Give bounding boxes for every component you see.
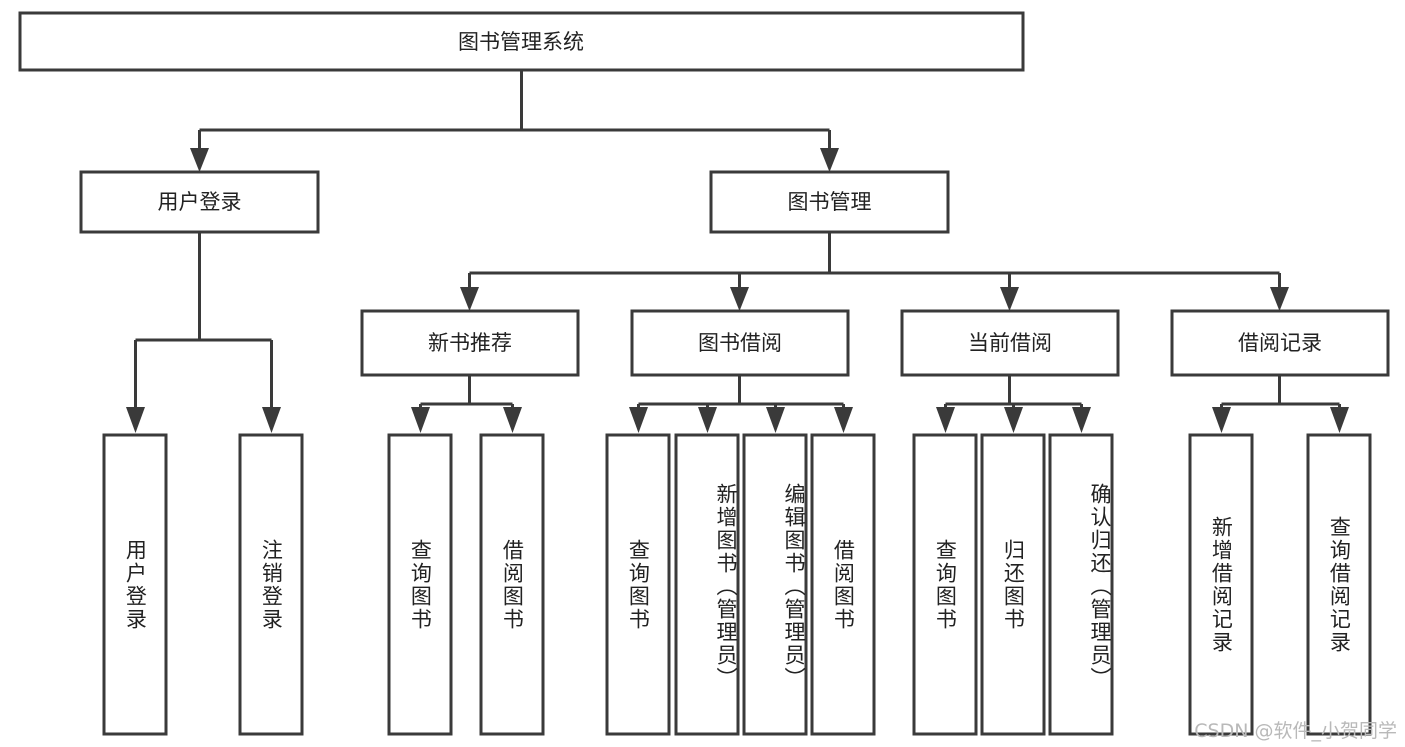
node-book-borrow-label: 图书借阅: [698, 331, 782, 355]
node-user-login-box[interactable]: [79, 170, 320, 234]
leaf-box-add-record[interactable]: [1188, 433, 1254, 736]
arrow-head-leaf-add-record: [1212, 407, 1231, 433]
leaf-box-query-book[interactable]: [605, 433, 671, 736]
node-borrow-record-box[interactable]: [1170, 309, 1390, 377]
leaf-box-return-book[interactable]: [980, 433, 1046, 736]
arrow-head-new-book-recommend: [460, 287, 479, 311]
arrow-head-book-borrow: [730, 287, 749, 311]
node-book-management-box[interactable]: [709, 170, 950, 234]
connector-group-user-login-children: [126, 232, 281, 433]
node-user-login-label: 用户登录: [158, 190, 242, 214]
arrow-head-leaf-edit-book: [766, 407, 785, 433]
node-new-book-recommend-box[interactable]: [360, 309, 580, 377]
connector-group-new-book-children: [411, 375, 522, 433]
node-root-box[interactable]: [18, 11, 1025, 72]
arrow-head-user-login: [190, 148, 209, 172]
connector-group-book-management-children: [460, 232, 1289, 311]
arrow-head-leaf-query-book-cur: [936, 407, 955, 433]
node-book-management[interactable]: 图书管理: [709, 170, 950, 234]
node-borrow-record[interactable]: 借阅记录: [1170, 309, 1390, 377]
arrow-head-leaf-user-login: [126, 407, 145, 433]
node-root[interactable]: 图书管理系统: [18, 11, 1025, 72]
connector-group-root: [190, 70, 839, 172]
arrow-head-leaf-return-book: [1004, 407, 1023, 433]
arrow-head-leaf-confirm-return: [1072, 407, 1091, 433]
leaf-box-user-login[interactable]: [102, 433, 168, 736]
node-new-book-recommend-label: 新书推荐: [428, 331, 512, 355]
leaf-boxes: [102, 433, 1372, 736]
leaf-box-add-book[interactable]: [674, 433, 740, 736]
leaf-box-borrow-book-new[interactable]: [479, 433, 545, 736]
leaf-box-query-book-new[interactable]: [387, 433, 453, 736]
node-root-label: 图书管理系统: [458, 30, 584, 54]
leaf-box-query-record[interactable]: [1306, 433, 1372, 736]
node-book-management-label: 图书管理: [788, 190, 872, 214]
leaf-box-confirm-return[interactable]: [1048, 433, 1114, 736]
node-book-borrow-box[interactable]: [630, 309, 850, 377]
arrow-head-leaf-query-book: [629, 407, 648, 433]
arrow-head-leaf-query-book-new: [411, 407, 430, 433]
arrow-head-leaf-add-book: [698, 407, 717, 433]
arrow-head-current-borrow: [1000, 287, 1019, 311]
arrow-head-leaf-logout: [262, 407, 281, 433]
leaf-box-query-book-cur[interactable]: [912, 433, 978, 736]
node-book-borrow[interactable]: 图书借阅: [630, 309, 850, 377]
arrow-head-book-management: [820, 148, 839, 172]
leaf-box-borrow-book[interactable]: [810, 433, 876, 736]
connector-group-book-borrow-children: [629, 375, 853, 433]
node-new-book-recommend[interactable]: 新书推荐: [360, 309, 580, 377]
node-current-borrow-box[interactable]: [900, 309, 1120, 377]
connector-group-borrow-record-children: [1212, 375, 1349, 433]
node-current-borrow-label: 当前借阅: [968, 331, 1052, 355]
node-current-borrow[interactable]: 当前借阅: [900, 309, 1120, 377]
leaf-box-logout[interactable]: [238, 433, 304, 736]
arrow-head-borrow-record: [1270, 287, 1289, 311]
arrow-head-leaf-borrow-book-new: [503, 407, 522, 433]
node-borrow-record-label: 借阅记录: [1238, 331, 1322, 355]
leaf-box-edit-book[interactable]: [742, 433, 808, 736]
arrow-head-leaf-borrow-book: [834, 407, 853, 433]
node-user-login[interactable]: 用户登录: [79, 170, 320, 234]
connector-group-current-borrow-children: [936, 375, 1091, 433]
arrow-head-leaf-query-record: [1330, 407, 1349, 433]
